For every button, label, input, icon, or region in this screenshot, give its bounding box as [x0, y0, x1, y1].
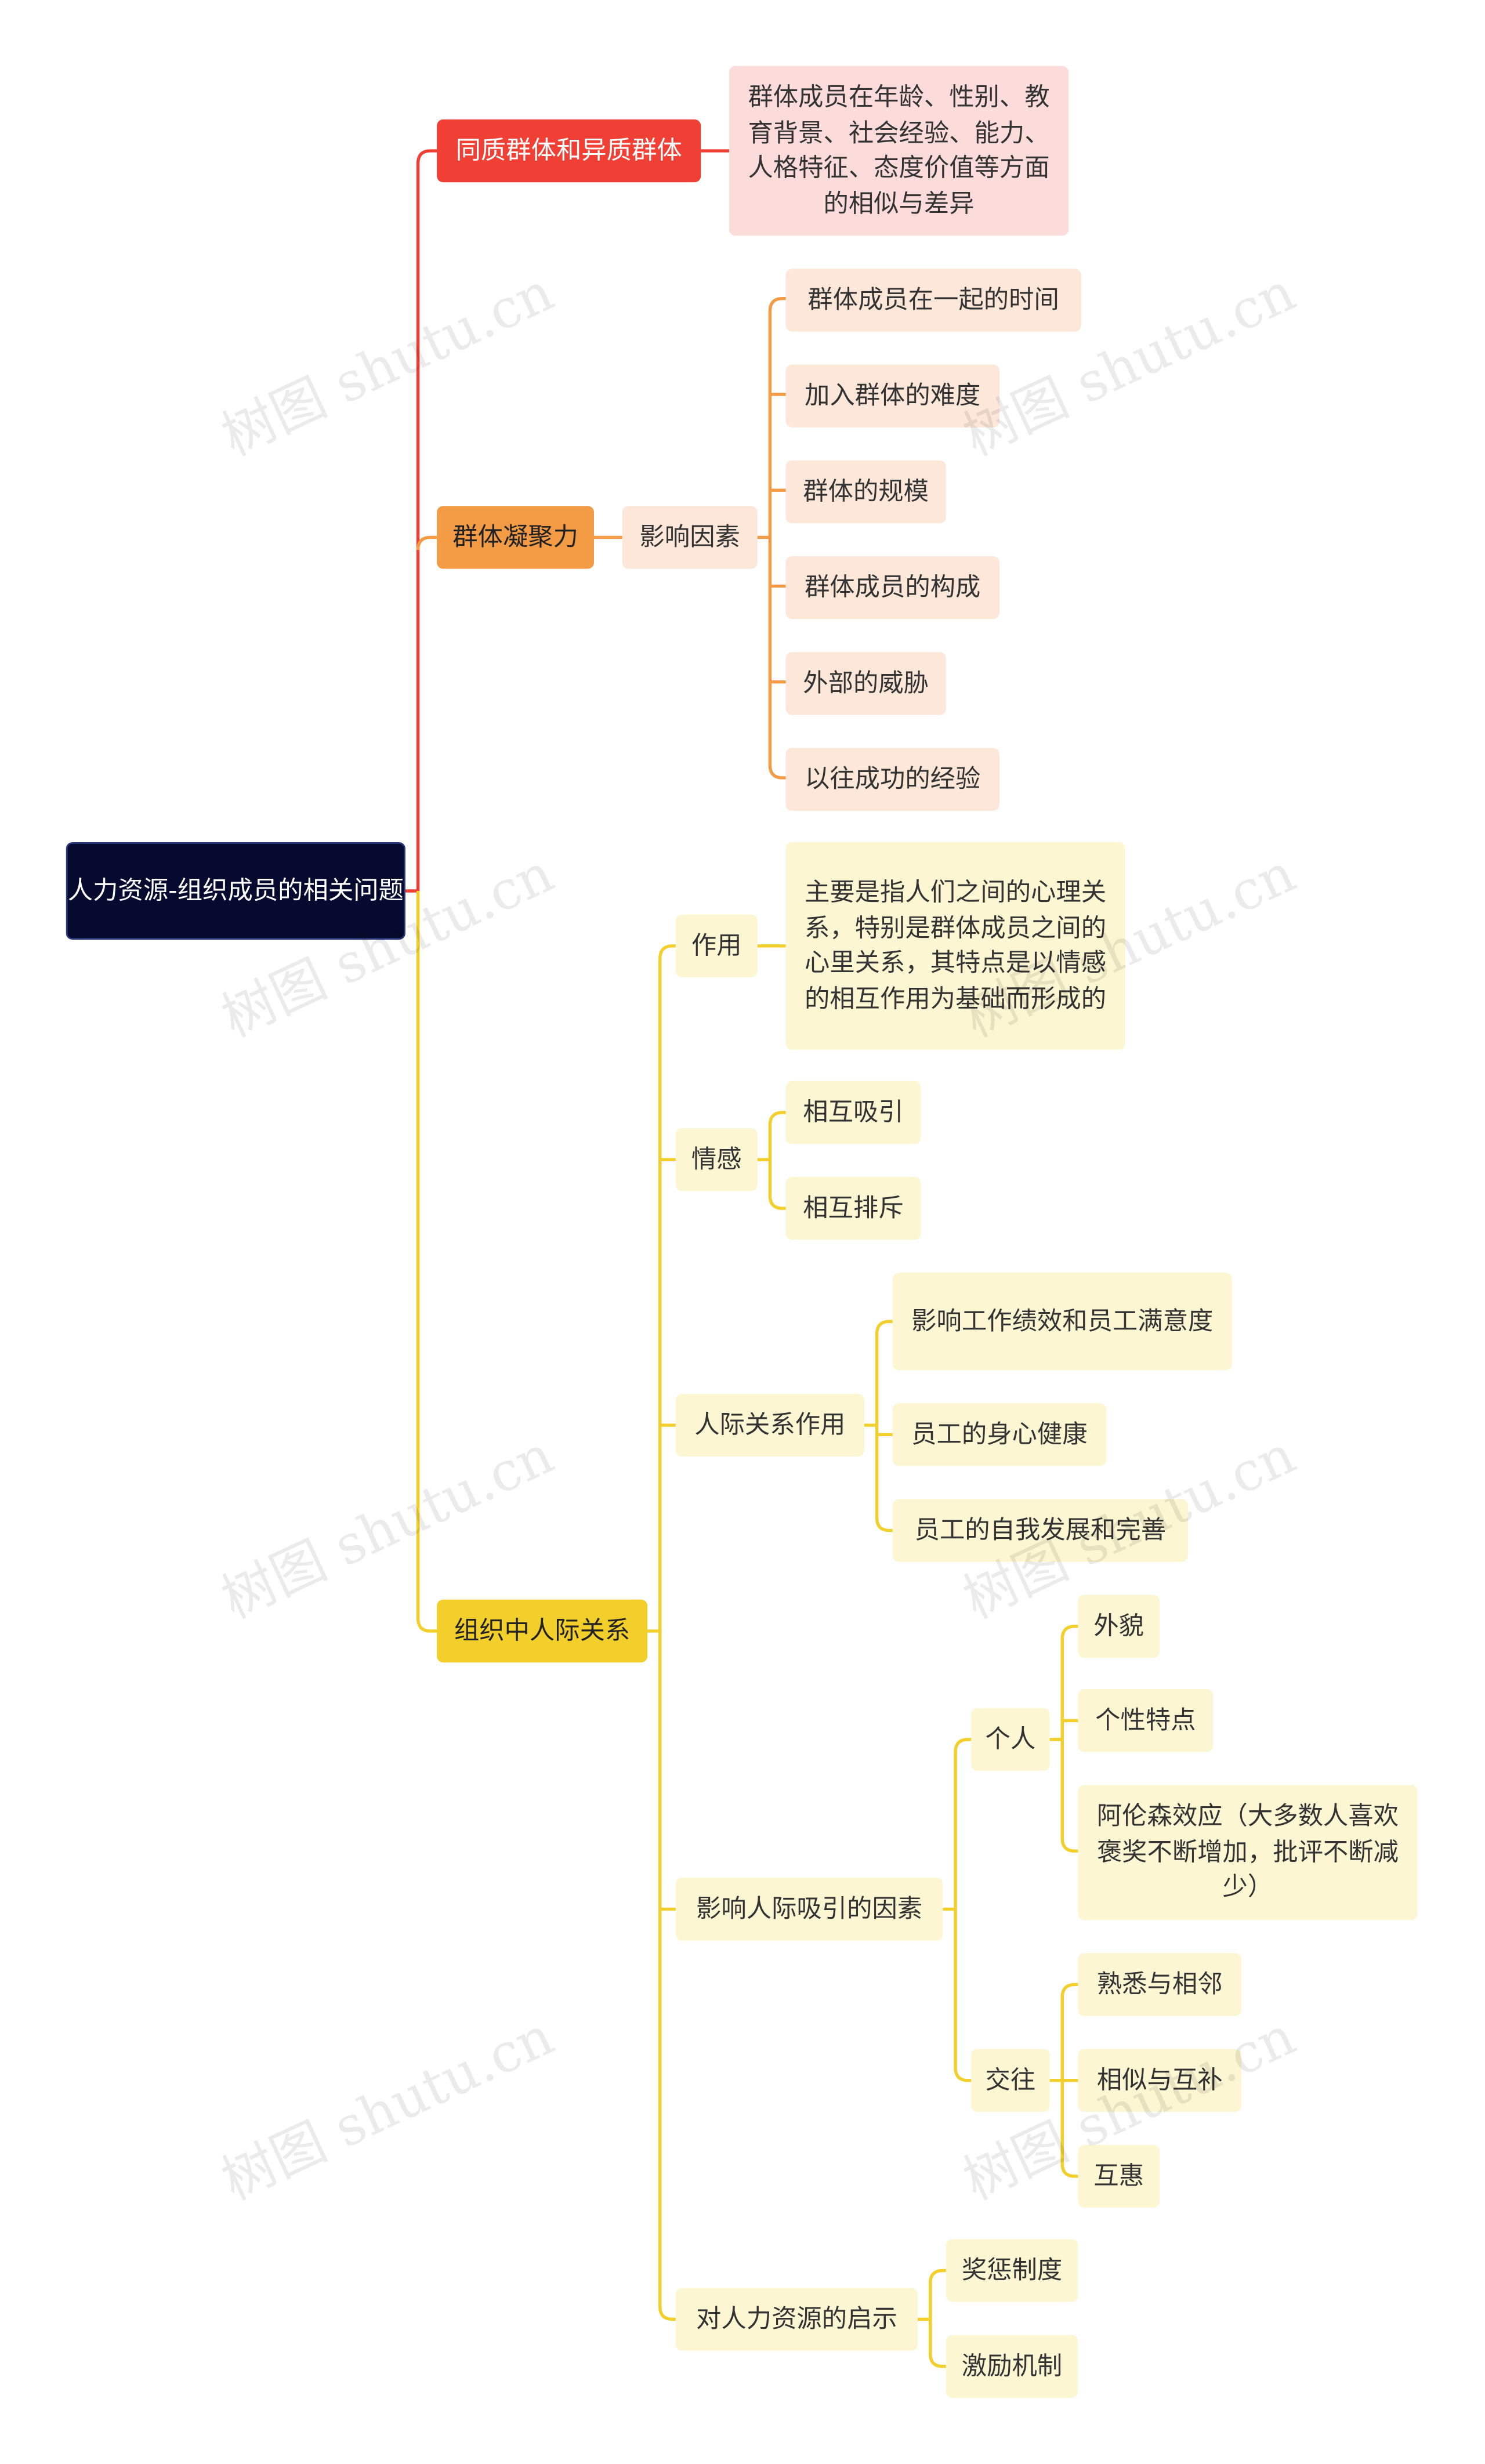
- connector-b3-trunk: [647, 944, 676, 2321]
- factor-external-threat[interactable]: 外部的威胁: [785, 652, 946, 715]
- interaction-reciprocity[interactable]: 互惠: [1078, 2144, 1160, 2208]
- connector-factor-trunk: [757, 297, 786, 780]
- topic-influencing-factors[interactable]: 影响因素: [622, 506, 758, 569]
- topic-hr-implications[interactable]: 对人力资源的启示: [675, 2288, 918, 2351]
- personal-traits[interactable]: 个性特点: [1078, 1689, 1214, 1752]
- branch-homogeneous-groups[interactable]: 同质群体和异质群体: [437, 119, 701, 183]
- effect-self-development[interactable]: 员工的自我发展和完善: [892, 1499, 1189, 1562]
- connector-renji: [864, 1320, 893, 1532]
- factor-past-success[interactable]: 以往成功的经验: [785, 748, 999, 811]
- topic-function[interactable]: 作用: [675, 914, 758, 977]
- connector-geren: [1049, 1625, 1078, 1853]
- personal-appearance[interactable]: 外貌: [1078, 1595, 1160, 1658]
- emotion-attraction[interactable]: 相互吸引: [785, 1081, 921, 1144]
- branch-group-cohesion[interactable]: 群体凝聚力: [437, 506, 595, 569]
- connector-qinggan: [757, 1111, 786, 1210]
- factor-member-composition[interactable]: 群体成员的构成: [785, 556, 999, 619]
- factor-personal[interactable]: 个人: [971, 1708, 1050, 1771]
- emotion-repulsion[interactable]: 相互排斥: [785, 1177, 921, 1240]
- connector-yingxiang: [943, 1738, 972, 2082]
- detail-psychological-relation[interactable]: 主要是指人们之间的心理关系，特别是群体成员之间的心里关系，其特点是以情感的相互作…: [785, 842, 1125, 1050]
- connector-jiaowang: [1049, 1983, 1078, 2178]
- factor-join-difficulty[interactable]: 加入群体的难度: [785, 364, 999, 427]
- root-topic[interactable]: 人力资源-组织成员的相关问题: [66, 842, 405, 940]
- interaction-similarity[interactable]: 相似与互补: [1078, 2049, 1242, 2112]
- topic-emotion[interactable]: 情感: [675, 1128, 758, 1191]
- detail-similarity-difference[interactable]: 群体成员在年龄、性别、教育背景、社会经验、能力、人格特征、态度价值等方面的相似与…: [729, 66, 1069, 236]
- branch-interpersonal-relations[interactable]: 组织中人际关系: [437, 1599, 648, 1663]
- factor-time-together[interactable]: 群体成员在一起的时间: [785, 269, 1081, 332]
- factor-group-size[interactable]: 群体的规模: [785, 460, 946, 524]
- effect-health[interactable]: 员工的身心健康: [892, 1403, 1107, 1466]
- implication-reward-punishment[interactable]: 奖惩制度: [946, 2239, 1078, 2302]
- factor-interaction[interactable]: 交往: [971, 2049, 1050, 2112]
- connector-root-branch1: [405, 149, 437, 893]
- interaction-familiarity[interactable]: 熟悉与相邻: [1078, 1953, 1242, 2016]
- topic-relation-effects[interactable]: 人际关系作用: [675, 1393, 864, 1457]
- connector-qishi: [918, 2269, 946, 2368]
- topic-attraction-factors[interactable]: 影响人际吸引的因素: [675, 1878, 943, 1941]
- effect-performance-satisfaction[interactable]: 影响工作绩效和员工满意度: [892, 1273, 1232, 1371]
- personal-aronson-effect[interactable]: 阿伦森效应（大多数人喜欢褒奖不断增加，批评不断减少）: [1078, 1785, 1418, 1921]
- implication-incentive[interactable]: 激励机制: [946, 2335, 1078, 2398]
- connector-root-branch2: [416, 535, 437, 550]
- connector-root-branch3: [416, 891, 437, 1633]
